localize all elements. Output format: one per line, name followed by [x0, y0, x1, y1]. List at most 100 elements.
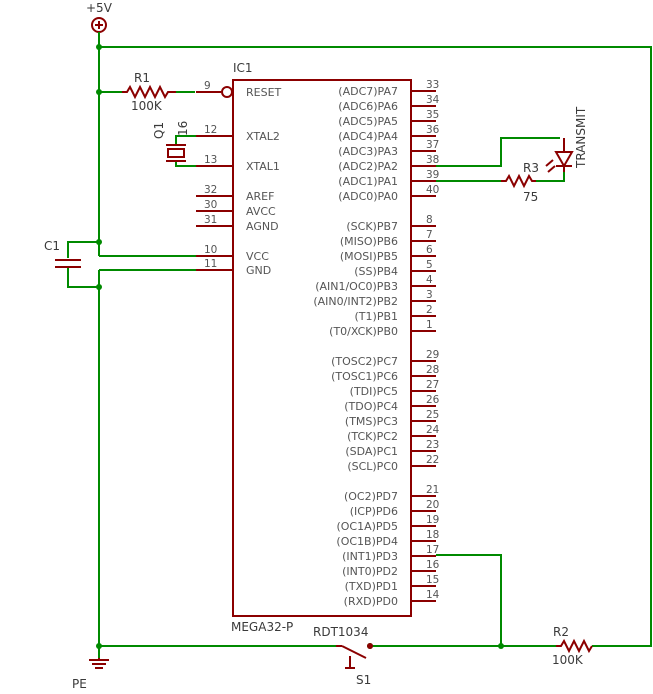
ground-symbol: PE	[72, 658, 109, 691]
q1-value: 16	[176, 121, 190, 136]
ic1-pin-34: 34 (ADC6)PA6	[338, 94, 439, 113]
ic1-pin-35: 35 (ADC5)PA5	[338, 109, 439, 128]
pin-number: 27	[426, 379, 439, 391]
ic1-pin-36: 36(ADC4)PA4	[338, 124, 439, 143]
pin-number: 35	[426, 109, 439, 121]
ic1-pin-29: 29(TOSC2)PC7	[331, 349, 439, 368]
pin-name: (ADC1)PA1	[338, 175, 398, 188]
pin-number: 20	[426, 499, 439, 511]
pin-number: 11	[204, 258, 217, 270]
r2-name: R2	[553, 625, 569, 639]
pin-name: (ICP)PD6	[350, 505, 398, 518]
pin-name: (INT1)PD3	[342, 550, 398, 563]
pin-number: 34	[426, 94, 440, 106]
pin-number: 8	[426, 214, 433, 226]
pin-name: (MOSI)PB5	[340, 250, 398, 263]
pin-name: RESET	[246, 86, 282, 99]
pin-name: (OC1A)PD5	[336, 520, 398, 533]
ic1-pin-7: 7 (MISO)PB6	[340, 229, 436, 248]
pin-name: (SDA)PC1	[345, 445, 398, 458]
resistor-r1: R1 100K	[122, 71, 176, 113]
pin-name: XTAL2	[246, 130, 280, 143]
switch-s1: RDT1034 S1	[313, 625, 373, 687]
ic1-name: IC1	[233, 61, 253, 75]
s1-name: S1	[356, 673, 371, 687]
ic1-pin-18: 18 (OC1B)PD4	[336, 529, 439, 548]
pin-number: 25	[426, 409, 439, 421]
led-transmit: TRANSMIT	[545, 106, 588, 173]
pin-number: 22	[426, 454, 439, 466]
c1-name: C1	[44, 239, 60, 253]
ic1-pin-28: 28(TOSC1)PC6	[331, 364, 439, 383]
ic1-pin-16: 16 (INT0)PD2	[342, 559, 440, 578]
pin-number: 9	[204, 80, 211, 92]
resistor-r2: R2 100K	[552, 625, 593, 667]
ic1-pin-22: 22 (SCL)PC0	[347, 454, 439, 473]
pin-name: (TDO)PC4	[344, 400, 398, 413]
pin-number: 7	[426, 229, 433, 241]
pin-name: (SCL)PC0	[347, 460, 398, 473]
ic1-pin-21: 21(OC2)PD7	[344, 484, 439, 503]
ic1-pin-1: 1 (T0/XCK)PB0	[329, 319, 436, 338]
pin-number: 4	[426, 274, 433, 286]
pin-name: (ADC7)PA7	[338, 85, 398, 98]
pin-name: (OC1B)PD4	[336, 535, 398, 548]
pin-number: 5	[426, 259, 433, 271]
pin-number: 30	[204, 199, 217, 211]
pin-number: 12	[204, 124, 217, 136]
r3-name: R3	[523, 161, 539, 175]
pin-name: (TCK)PC2	[347, 430, 398, 443]
pin-number: 6	[426, 244, 433, 256]
r3-value: 75	[523, 190, 538, 204]
pin-name: (ADC3)PA3	[338, 145, 398, 158]
ic1-pin-24: 24(TCK)PC2	[347, 424, 440, 443]
pin-name: (INT0)PD2	[342, 565, 398, 578]
r1-value: 100K	[131, 99, 163, 113]
ic1-pin-26: 26(TDO)PC4	[344, 394, 439, 413]
ground-label: PE	[72, 677, 87, 691]
pin-number: 1	[426, 319, 433, 331]
resistor-r3: R3 75	[501, 161, 539, 204]
pin-name: (MISO)PB6	[340, 235, 398, 248]
r2-value: 100K	[552, 653, 584, 667]
ic1-pin-33: 33(ADC7)PA7	[338, 79, 439, 98]
ic1-pin-37: 37 (ADC3)PA3	[338, 139, 439, 158]
pin-name: (TDI)PC5	[350, 385, 398, 398]
pin-name: (TOSC1)PC6	[331, 370, 398, 383]
ic1-pin-25: 25 (TMS)PC3	[345, 409, 439, 428]
pin-number: 38	[426, 154, 439, 166]
crystal-q1: Q1 16	[152, 121, 190, 162]
pin-name: (TMS)PC3	[345, 415, 398, 428]
pin-number: 31	[204, 214, 217, 226]
pin-name: GND	[246, 264, 271, 277]
q1-name: Q1	[152, 122, 166, 139]
capacitor-c1: C1	[44, 239, 81, 268]
led-name: TRANSMIT	[574, 106, 588, 169]
pin-name: (SS)PB4	[354, 265, 398, 278]
pin-number: 18	[426, 529, 439, 541]
ic1-pin-4: 4(AIN1/OC0)PB3	[315, 274, 436, 293]
pin-name: AREF	[246, 190, 274, 203]
pin-name: AVCC	[246, 205, 276, 218]
pin-number: 40	[426, 184, 439, 196]
ic1-pin-39: 39(ADC1)PA1	[338, 169, 439, 188]
ic1-pin-27: 27 (TDI)PC5	[350, 379, 440, 398]
pin-number: 29	[426, 349, 439, 361]
pin-number: 13	[204, 154, 217, 166]
pin-number: 3	[426, 289, 433, 301]
ic1-pin-38: 38(ADC2)PA2	[338, 154, 439, 173]
pin-name: (ADC6)PA6	[338, 100, 398, 113]
pin-name: (ADC5)PA5	[338, 115, 398, 128]
pin-name: (T0/XCK)PB0	[329, 325, 398, 338]
pin-number: 16	[426, 559, 440, 571]
pin-number: 37	[426, 139, 439, 151]
ic1-pin-17: 17(INT1)PD3	[342, 544, 439, 563]
pin-number: 23	[426, 439, 439, 451]
